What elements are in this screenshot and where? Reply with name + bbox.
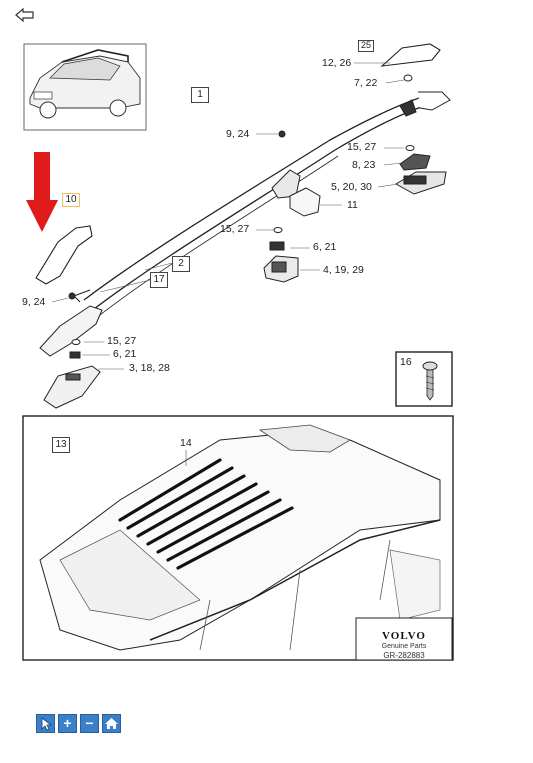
label-7-22: 7, 22 (354, 77, 378, 89)
zoom-toolbar: + − (36, 714, 126, 734)
pointer-icon (41, 717, 53, 731)
label-14: 14 (180, 437, 192, 449)
leader-lines (51, 62, 405, 370)
home-icon (105, 718, 118, 729)
label-15-27-mid: 15, 27 (220, 223, 250, 235)
label-6-21-low: 6, 21 (113, 348, 137, 360)
home-button[interactable] (102, 714, 121, 733)
end-cap-rear (380, 43, 441, 67)
pointer-button[interactable] (36, 714, 55, 733)
zoom-in-button[interactable]: + (58, 714, 77, 733)
middle-foot (263, 130, 321, 283)
roof-illustration-panel (22, 415, 454, 661)
label-4-19-29: 4, 19, 29 (323, 264, 364, 276)
label-9-24-top: 9, 24 (226, 128, 250, 140)
brand-code: GR-282883 (383, 651, 425, 660)
brand-name: VOLVO (382, 630, 426, 642)
label-12-26: 12, 26 (322, 57, 352, 69)
car-thumbnail (23, 43, 147, 131)
label-box-17: 17 (150, 272, 168, 288)
brand-block: VOLVO Genuine Parts GR-282883 (358, 630, 450, 661)
label-16: 16 (400, 356, 412, 368)
zoom-out-button[interactable]: − (80, 714, 99, 733)
front-foot (39, 292, 103, 409)
highlight-arrow (26, 152, 58, 232)
label-box-25: 25 (358, 40, 374, 52)
label-box-1: 1 (191, 87, 209, 103)
label-3-18-28: 3, 18, 28 (129, 362, 170, 374)
brand-subtitle: Genuine Parts (381, 643, 427, 650)
label-box-13: 13 (52, 437, 70, 453)
label-box-10: 10 (62, 193, 80, 207)
rear-foot (395, 74, 447, 195)
label-11: 11 (347, 199, 358, 211)
back-arrow-icon (15, 7, 34, 23)
label-6-21-mid: 6, 21 (313, 241, 337, 253)
end-cap-front (35, 225, 93, 285)
label-8-23: 8, 23 (352, 159, 376, 171)
roof-rail (73, 91, 451, 319)
back-button[interactable] (14, 6, 36, 24)
label-5-20-30: 5, 20, 30 (331, 181, 372, 193)
label-9-24-left: 9, 24 (22, 296, 46, 308)
label-box-2: 2 (172, 256, 190, 272)
screw-part-box (395, 351, 453, 407)
label-15-27-top: 15, 27 (347, 141, 377, 153)
label-15-27-low: 15, 27 (107, 335, 137, 347)
